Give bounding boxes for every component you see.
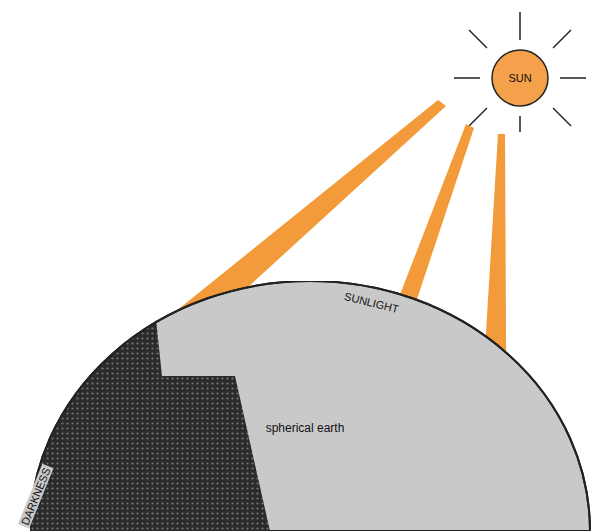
sun-spokes bbox=[454, 12, 586, 132]
earth-label: spherical earth bbox=[266, 421, 345, 435]
sun-label: SUN bbox=[508, 72, 531, 84]
sun-circle: SUN bbox=[490, 48, 550, 108]
earth-hemisphere: spherical earth bbox=[30, 281, 592, 531]
earth-outline bbox=[30, 281, 592, 531]
